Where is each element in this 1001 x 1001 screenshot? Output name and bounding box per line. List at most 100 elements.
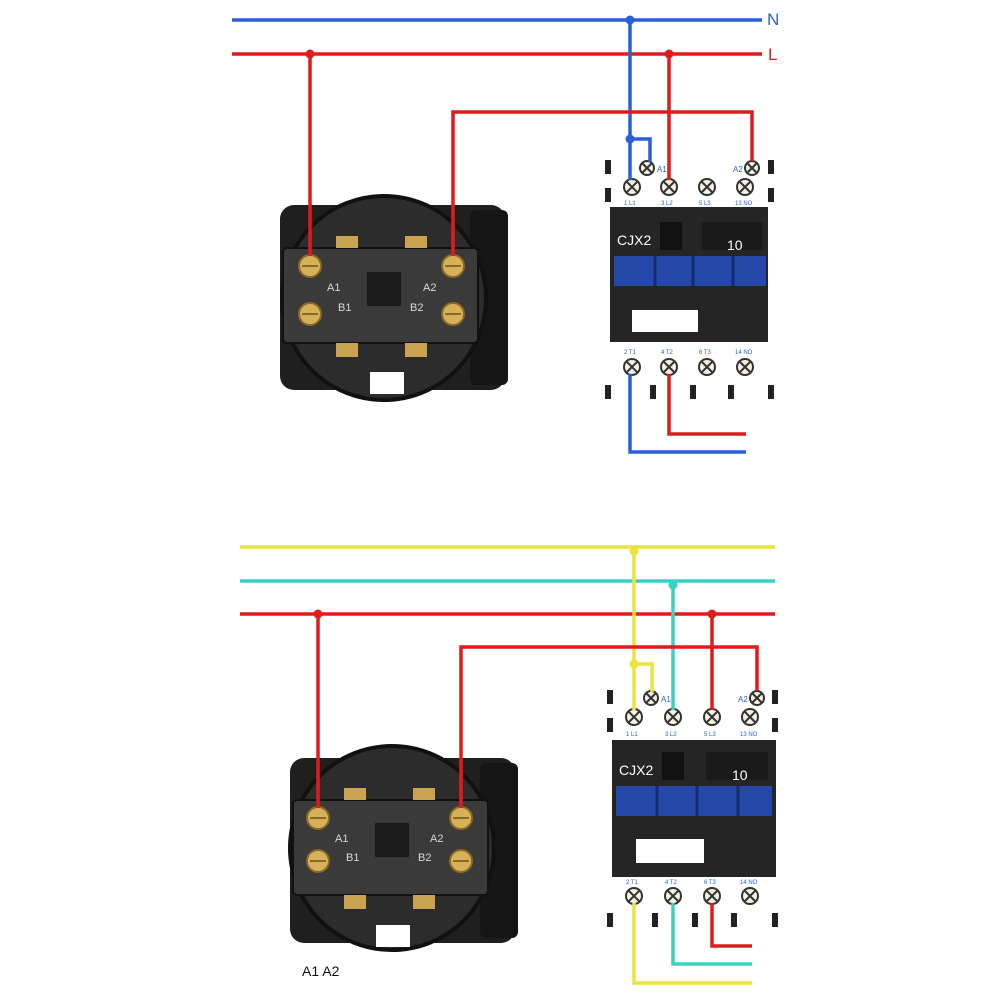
load-yellow-wire — [632, 903, 752, 985]
switch-lower-clip — [413, 895, 435, 909]
bottom-terminal-label: 6 T3 — [704, 880, 717, 886]
single-phase-wires — [232, 18, 762, 454]
switch-lower-clip — [344, 895, 366, 909]
contactor: CJX2 10 A1 A2 — [605, 160, 774, 399]
switch-screw-terminal — [441, 254, 465, 278]
junction-dot — [664, 49, 674, 59]
switch-to-coil-wire — [451, 110, 754, 256]
switch-screw-terminal — [298, 302, 322, 326]
load-cyan-wire — [671, 903, 752, 966]
coil-terminal-label: A2 — [738, 695, 748, 704]
switch-screw-terminal — [449, 806, 473, 830]
live-label: L — [768, 45, 777, 64]
contactor-coil-strip — [614, 256, 766, 286]
push-switch: A1 A2 B1 B2 — [280, 194, 508, 402]
contactor-rating: 10 — [727, 237, 743, 253]
switch-screw-terminal — [298, 254, 322, 278]
switch-center-plunger — [367, 272, 401, 306]
terminal-screw-bottom — [623, 358, 641, 376]
switch-to-coil-wire — [459, 645, 759, 808]
bottom-terminal-label: 14 NO — [735, 350, 753, 356]
terminal-screw-bottom — [698, 358, 716, 376]
terminal-screw-bottom — [664, 887, 682, 905]
switch-lower-clip — [336, 343, 358, 357]
switch-notch — [370, 372, 404, 394]
yellow-to-coil-wire — [632, 547, 654, 692]
switch-terminal-label: B2 — [410, 302, 423, 314]
load-red-wire — [710, 903, 752, 948]
terminal-screw-coil — [749, 690, 765, 706]
contactor-rating-plate — [706, 752, 768, 780]
junction-dot — [625, 134, 635, 144]
bottom-terminal-label: 4 T2 — [665, 880, 678, 886]
contactor-model: CJX2 — [617, 232, 651, 248]
switch-lower-clip — [405, 343, 427, 357]
switch-screw-terminal — [306, 849, 330, 873]
single-phase-diagram: A1 A2 B1 B2 CJX2 10 — [232, 10, 779, 454]
terminal-screw-bottom — [625, 887, 643, 905]
switch-terminal-label: A2 — [430, 833, 443, 845]
terminal-screw-bottom — [741, 887, 759, 905]
top-terminal-label: 13 NO — [735, 201, 753, 207]
switch-upper-clip — [344, 788, 366, 800]
terminal-screw-bottom — [660, 358, 678, 376]
junction-dot — [707, 609, 717, 619]
terminal-screw-bottom — [736, 358, 754, 376]
terminal-screw-coil — [744, 160, 760, 176]
switch-terminal-label: B1 — [346, 852, 359, 864]
switch-upper-clip — [413, 788, 435, 800]
contactor-model: CJX2 — [619, 762, 653, 778]
top-terminal-label: 3 L2 — [661, 201, 673, 207]
terminal-screw-top — [625, 708, 643, 726]
contactor: CJX2 10 A1 A2 — [607, 690, 778, 927]
contactor-rating: 10 — [732, 767, 748, 783]
junction-dot — [305, 49, 315, 59]
bottom-terminal-label: 4 T2 — [661, 350, 674, 356]
junction-dot — [625, 15, 635, 25]
neutral-label: N — [767, 10, 779, 29]
three-phase-diagram: A1 A2 B1 B2 CJX2 10 — [240, 545, 778, 985]
switch-terminal-label: B2 — [418, 852, 431, 864]
switch-terminal-label: A1 — [335, 833, 348, 845]
neutral-to-coil-wire — [628, 20, 652, 162]
switch-side-flange — [470, 210, 508, 385]
terminal-screw-bottom — [703, 887, 721, 905]
terminal-screw-top — [660, 178, 678, 196]
switch-screw-terminal — [449, 849, 473, 873]
top-terminal-label: 3 L2 — [665, 732, 677, 738]
terminal-screw-top — [698, 178, 716, 196]
coil-terminal-label: A1 — [661, 695, 671, 704]
coil-terminal-label: A1 — [657, 165, 667, 174]
top-terminal-label: 1 L1 — [624, 201, 636, 207]
load-neutral-wire — [628, 374, 746, 454]
top-terminal-label: 1 L1 — [626, 732, 638, 738]
contactor-label-plate — [632, 310, 698, 332]
switch-upper-clip — [405, 236, 427, 248]
bottom-caption: A1 A2 — [302, 963, 340, 979]
switch-terminal-label: A1 — [327, 282, 340, 294]
bottom-terminal-label: 2 T1 — [626, 880, 639, 886]
three-phase-wires — [240, 545, 775, 985]
junction-dot — [313, 609, 323, 619]
top-terminal-label: 5 L3 — [699, 201, 711, 207]
terminal-screw-top — [736, 178, 754, 196]
contactor-window — [662, 752, 684, 780]
switch-notch — [376, 925, 410, 947]
top-terminal-label: 13 NO — [740, 732, 758, 738]
switch-side-flange — [480, 763, 518, 938]
top-terminal-label: 5 L3 — [704, 732, 716, 738]
switch-screw-terminal — [441, 302, 465, 326]
contactor-window — [660, 222, 682, 250]
bottom-terminal-label: 6 T3 — [699, 350, 712, 356]
switch-terminal-label: A2 — [423, 282, 436, 294]
terminal-screw-coil — [639, 160, 655, 176]
bottom-terminal-label: 2 T1 — [624, 350, 637, 356]
terminal-screw-top — [623, 178, 641, 196]
junction-dot — [629, 659, 639, 669]
contactor-label-plate — [636, 839, 704, 863]
bottom-terminal-label: 14 NO — [740, 880, 758, 886]
junction-dot — [668, 580, 678, 590]
switch-center-plunger — [375, 823, 409, 857]
load-live-wire — [667, 374, 746, 436]
